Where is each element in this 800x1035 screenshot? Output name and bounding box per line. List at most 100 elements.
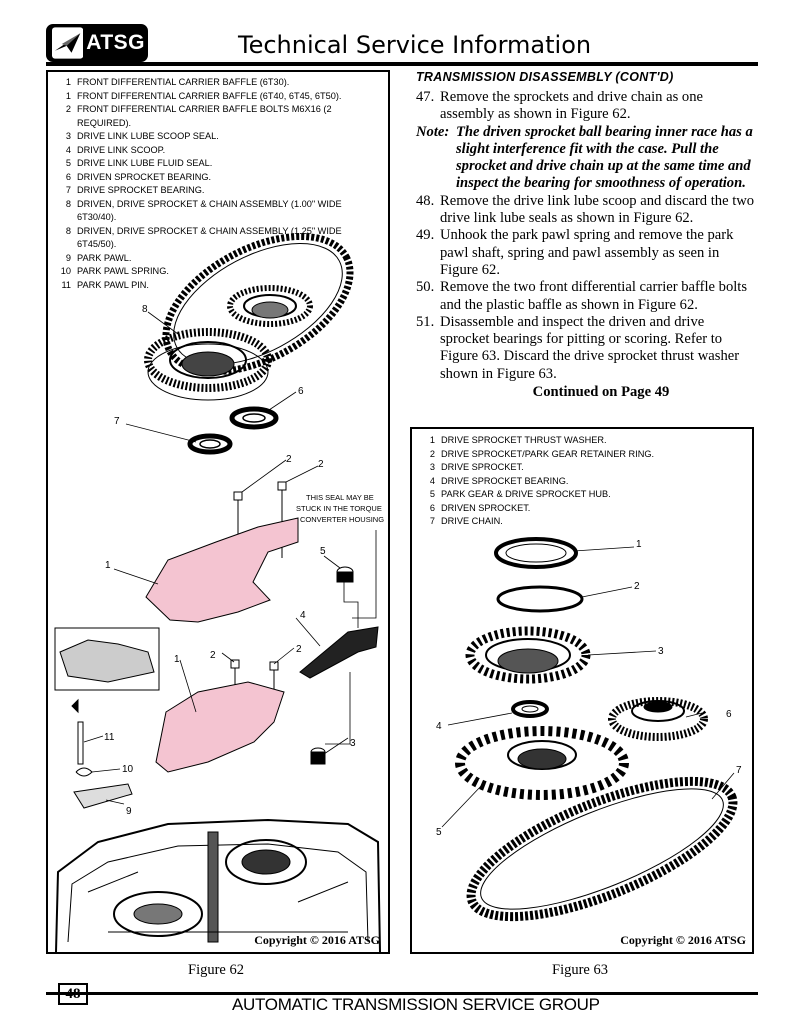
legend-text: DRIVEN SPROCKET. (441, 502, 531, 513)
legend-number: 2 (65, 104, 71, 114)
section-body: 47. Remove the sprockets and drive chain… (416, 89, 756, 401)
drive-chain (466, 776, 738, 922)
footer-text: AUTOMATIC TRANSMISSION SERVICE GROUP (232, 995, 600, 1014)
legend-item: 1 DRIVE SPROCKET THRUST WASHER. (418, 434, 738, 448)
legend-text: DRIVE CHAIN. (441, 516, 503, 526)
step-51: 51. Disassemble and inspect the driven a… (416, 314, 756, 383)
legend-item: 6 DRIVEN SPROCKET BEARING. (54, 171, 374, 185)
callout-3: 3 (350, 738, 356, 749)
step-text: Disassemble and inspect the driven and d… (440, 313, 740, 382)
figure-62-panel: 8 6 7 2 2 THIS SEAL MAY BE STUCK IN THE … (46, 70, 390, 954)
legend-text: PARK PAWL PIN. (77, 279, 149, 290)
legend-text: DRIVEN SPROCKET BEARING. (77, 171, 212, 182)
step-text: Remove the drive link lube scoop and dis… (440, 192, 755, 227)
legend-number: 3 (429, 462, 435, 472)
legend-text: DRIVE LINK SCOOP. (77, 144, 166, 155)
fluid-seal-5 (336, 566, 354, 583)
park-gear-hub (455, 726, 629, 800)
legend-number: 1 (65, 90, 71, 101)
legend-item: 5 PARK GEAR & DRIVE SPROCKET HUB. (418, 488, 738, 502)
legend-number: 6 (429, 502, 435, 513)
step-text: Unhook the park pawl spring and remove t… (440, 227, 734, 278)
legend-number: 4 (429, 475, 435, 486)
step-number: 51. (416, 313, 435, 330)
drive-sprocket-bearing (511, 700, 549, 718)
leader-lines (83, 311, 377, 805)
callout-2a: 2 (286, 454, 292, 465)
park-pawl-parts (71, 698, 133, 809)
drive-link-scoop (299, 626, 379, 679)
step-number: 48. (416, 192, 435, 209)
figure-63-copyright: Copyright © 2016 ATSG (620, 933, 746, 947)
legend-text: DRIVE SPROCKET. (441, 462, 524, 472)
legend-number: 5 (65, 158, 71, 168)
retainer-ring (496, 585, 584, 613)
page-number: 48 (58, 983, 88, 1005)
continued-note: Continued on Page 49 (532, 384, 670, 401)
footer-divider (46, 992, 758, 995)
figure-62-copyright: Copyright © 2016 ATSG (254, 933, 380, 947)
legend-number: 7 (429, 516, 435, 526)
legend-item: 3 DRIVE SPROCKET. (418, 461, 738, 475)
callout-4: 4 (300, 610, 306, 621)
legend-text: DRIVE SPROCKET/PARK GEAR RETAINER RING. (441, 448, 655, 459)
baffle-upper (145, 517, 299, 623)
note-label: Note: (416, 123, 450, 140)
callout-7: 7 (736, 765, 742, 776)
callout-7: 7 (114, 416, 120, 427)
legend-number: 11 (61, 279, 71, 290)
legend-number: 9 (65, 252, 71, 263)
callout-8: 8 (142, 304, 148, 315)
callout-11: 11 (104, 732, 115, 743)
bearing-7 (187, 433, 233, 455)
callout-9: 9 (126, 806, 132, 817)
seal-note-line3: CONVERTER HOUSING (300, 515, 384, 524)
callout-2b: 2 (318, 459, 324, 470)
legend-text: PARK GEAR & DRIVE SPROCKET HUB. (441, 489, 611, 499)
callout-2c: 2 (210, 650, 216, 661)
driven-sprocket (608, 697, 708, 741)
step-number: 47. (416, 89, 435, 105)
step-50: 50. Remove the two front differential ca… (416, 279, 756, 314)
legend-number: 1 (65, 77, 71, 87)
lube-scoop-seal-3 (310, 747, 326, 765)
callout-5: 5 (320, 546, 326, 557)
sprocket-chain-assembly (144, 232, 354, 401)
callout-1b: 1 (174, 654, 180, 665)
legend-number: 3 (65, 131, 71, 141)
legend-number: 1 (429, 435, 435, 445)
transmission-case (55, 818, 381, 952)
legend-number: 8 (65, 225, 71, 236)
callout-6: 6 (726, 709, 732, 720)
legend-number: 6 (65, 171, 71, 182)
figure-63-panel: 1 2 3 4 5 6 7 1 DRIVE SPROCKET THRUST WAS… (410, 427, 754, 954)
figure-62-caption: Figure 62 (188, 962, 244, 978)
step-text: Remove the sprockets and drive chain as … (440, 89, 704, 123)
legend-item: 9 PARK PAWL. (54, 252, 374, 266)
legend-text: PARK PAWL. (77, 252, 132, 263)
legend-number: 8 (65, 198, 71, 209)
figure-62-drawing: 8 6 7 2 2 THIS SEAL MAY BE STUCK IN THE … (54, 232, 384, 952)
legend-number: 5 (429, 489, 435, 499)
callout-2: 2 (634, 581, 640, 592)
legend-number: 10 (60, 266, 71, 276)
legend-item: 2 DRIVE SPROCKET/PARK GEAR RETAINER RING. (418, 448, 738, 462)
thrust-washer (494, 537, 578, 569)
figure-63-caption: Figure 63 (552, 962, 608, 978)
legend-number: 2 (429, 448, 435, 459)
callout-3: 3 (658, 646, 664, 657)
callout-5: 5 (436, 827, 442, 838)
step-47: 47. Remove the sprockets and drive chain… (416, 89, 756, 124)
page-title: Technical Service Information (238, 31, 592, 59)
seal-note-line1: THIS SEAL MAY BE (306, 493, 374, 502)
leader-lines (441, 546, 735, 828)
legend-text: DRIVE SPROCKET THRUST WASHER. (441, 435, 607, 445)
